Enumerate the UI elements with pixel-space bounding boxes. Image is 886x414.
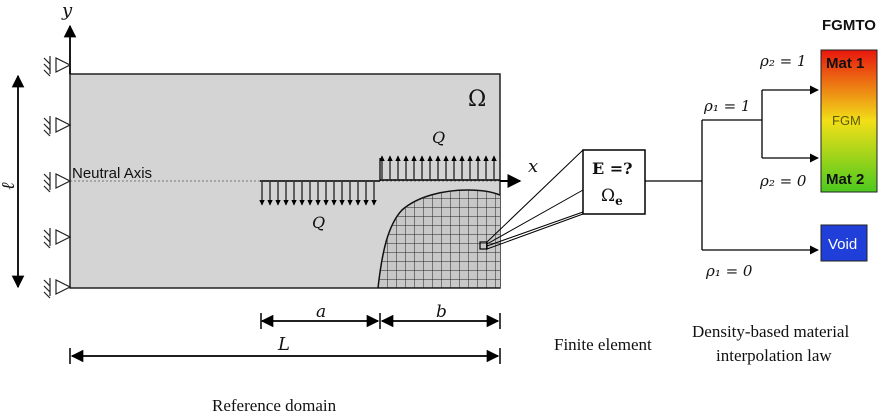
mat1-label: Mat 1 bbox=[826, 55, 864, 72]
interpolation-tree bbox=[645, 85, 819, 255]
fgm-gradient-bar bbox=[820, 49, 878, 193]
x-axis-label: x bbox=[528, 156, 538, 177]
element-domain-label: Ωe bbox=[601, 186, 623, 208]
finite-element-caption: Finite element bbox=[554, 335, 652, 354]
reference-domain-caption: Reference domain bbox=[212, 396, 337, 414]
void-box bbox=[820, 224, 868, 262]
zoom-lines bbox=[486, 149, 584, 250]
void-label: Void bbox=[828, 236, 857, 253]
y-axis-label: y bbox=[61, 0, 73, 21]
meshed-region bbox=[377, 189, 500, 288]
rho1-equals-1: ρ₁ = 1 bbox=[703, 97, 750, 115]
fgm-label: FGM bbox=[832, 113, 861, 128]
dimension-a-label: a bbox=[316, 302, 326, 322]
height-label: ℓ bbox=[0, 182, 19, 190]
finite-element-box bbox=[582, 149, 646, 215]
support-clamps bbox=[43, 56, 72, 299]
rho2-equals-1: ρ₂ = 1 bbox=[759, 52, 806, 70]
interpolation-caption-line1: Density-based material bbox=[692, 322, 849, 341]
mat2-label: Mat 2 bbox=[826, 171, 864, 188]
interpolation-caption-line2: interpolation law bbox=[716, 346, 832, 365]
domain-omega-label: Ω bbox=[468, 87, 486, 112]
load-upward bbox=[379, 155, 500, 181]
load-downward bbox=[259, 180, 380, 206]
rho1-equals-0: ρ₁ = 0 bbox=[705, 262, 753, 280]
fgmto-title: FGMTO bbox=[822, 17, 876, 34]
element-modulus-label: E =? bbox=[592, 159, 633, 178]
dimension-L-label: L bbox=[277, 334, 290, 355]
neutral-axis-label: Neutral Axis bbox=[72, 165, 152, 182]
dimension-b-label: b bbox=[436, 302, 447, 322]
load-label-upper: Q bbox=[432, 128, 445, 147]
rho2-equals-0: ρ₂ = 0 bbox=[759, 172, 807, 190]
load-label-lower: Q bbox=[312, 213, 325, 232]
